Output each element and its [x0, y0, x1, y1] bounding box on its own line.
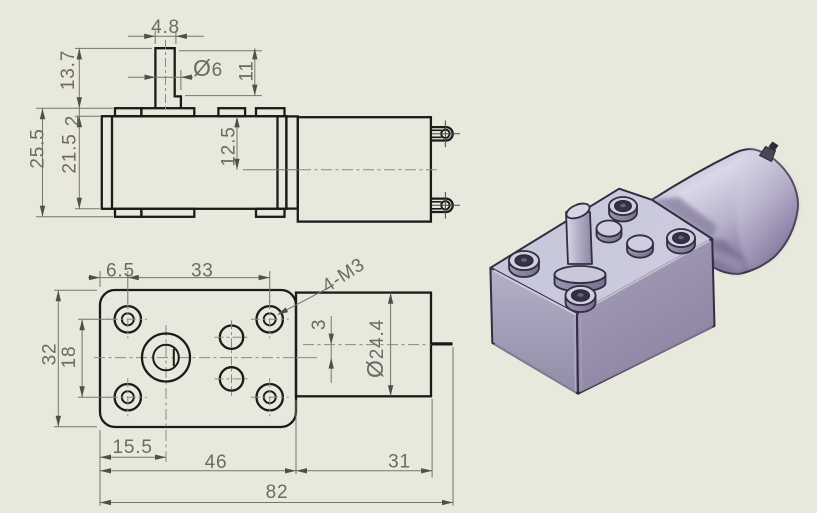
svg-text:4.8: 4.8	[151, 17, 180, 38]
svg-text:31: 31	[388, 452, 411, 473]
svg-text:3: 3	[309, 319, 330, 330]
svg-text:32: 32	[40, 343, 61, 366]
svg-text:13.7: 13.7	[58, 50, 79, 90]
svg-text:Ø24.4: Ø24.4	[362, 319, 388, 378]
svg-text:2: 2	[62, 115, 83, 126]
svg-text:18: 18	[59, 346, 80, 369]
svg-text:12.5: 12.5	[218, 126, 239, 166]
svg-text:25.5: 25.5	[27, 128, 48, 168]
svg-text:6.5: 6.5	[106, 260, 135, 281]
svg-text:21.5: 21.5	[59, 133, 80, 173]
svg-text:33: 33	[191, 260, 214, 281]
svg-text:46: 46	[205, 452, 228, 473]
svg-text:15.5: 15.5	[113, 437, 153, 458]
svg-text:11: 11	[237, 60, 258, 81]
svg-text:Ø6: Ø6	[193, 55, 223, 81]
svg-text:82: 82	[266, 482, 289, 503]
